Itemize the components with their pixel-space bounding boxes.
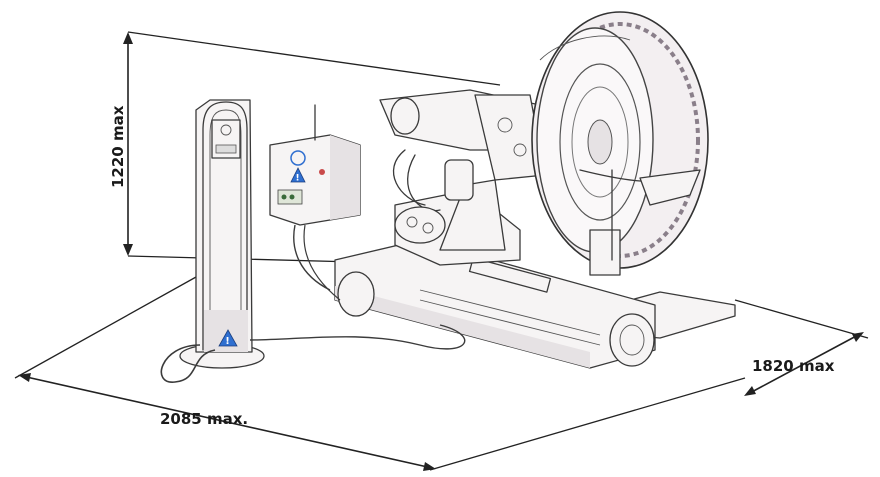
- column-frame: [202, 101, 248, 351]
- width-dimension-arrow: [747, 333, 861, 395]
- width-arrow-right-head: [852, 332, 864, 342]
- control-cable: [303, 224, 341, 301]
- arm-piston: [444, 159, 474, 201]
- base-left-cylinder: [337, 271, 375, 317]
- tyre-edge-highlight: [539, 35, 631, 61]
- spindle-bolt: [513, 143, 527, 157]
- left-floor-reference-line: [14, 271, 206, 379]
- length-dimension-label: 2085 max.: [160, 410, 248, 428]
- right-floor-reference-line: [734, 299, 869, 339]
- spindle-bolt: [497, 117, 513, 133]
- column-button-strip: [215, 144, 237, 154]
- warning-exclamation-icon: !: [225, 336, 230, 347]
- warning-triangle-icon: [218, 329, 238, 347]
- wheel-rim: [559, 63, 641, 221]
- valve-fitting: [422, 222, 434, 234]
- tool-carriage: [589, 229, 621, 276]
- control-dial-icon: [290, 150, 306, 166]
- control-button-icon: [281, 194, 287, 200]
- wheel-rim-inner: [571, 86, 629, 198]
- warning-exclamation-icon: !: [296, 174, 300, 184]
- height-dimension-label: 1220 max: [109, 105, 127, 188]
- base-beam-shadow: [335, 286, 590, 368]
- height-arrow-top-head: [123, 32, 133, 44]
- control-box: !: [269, 104, 361, 301]
- control-cable: [293, 224, 331, 291]
- valve-manifold: [394, 206, 446, 244]
- width-dimension-label: 1820 max: [752, 357, 835, 375]
- bead-breaker-tool: [639, 169, 701, 206]
- control-button-icon: [289, 194, 295, 200]
- column-to-machine-cable: [249, 324, 466, 350]
- arm-end-cap: [390, 97, 420, 135]
- height-top-extension-line: [127, 31, 501, 86]
- wheel-hub: [587, 119, 613, 165]
- tyre-changer-machine: [334, 11, 736, 369]
- indicator-light-icon: [319, 169, 325, 175]
- column-cable-loop: [160, 344, 216, 383]
- length-dimension-arrow: [21, 375, 433, 469]
- valve-fitting: [406, 216, 418, 228]
- base-cylinder-inner: [619, 324, 645, 356]
- base-rail-line: [419, 289, 601, 336]
- remote-control-column: !: [160, 99, 466, 383]
- height-arrow-bottom-head: [123, 244, 133, 256]
- warning-triangle-icon: [290, 167, 306, 183]
- base-cylinder-end: [609, 313, 655, 367]
- hydraulic-hose: [392, 149, 426, 206]
- carriage-slide: [468, 257, 552, 293]
- front-floor-reference-line: [429, 377, 746, 471]
- length-arrow-left-head: [18, 373, 31, 382]
- truck-tyre: [531, 11, 709, 269]
- base-rail-line: [419, 299, 601, 346]
- dimension-lines: [14, 31, 869, 471]
- joystick-knob-icon: [220, 124, 232, 136]
- length-arrow-right-head: [423, 462, 436, 471]
- width-arrow-left-head: [744, 386, 756, 396]
- control-box-side: [330, 135, 360, 220]
